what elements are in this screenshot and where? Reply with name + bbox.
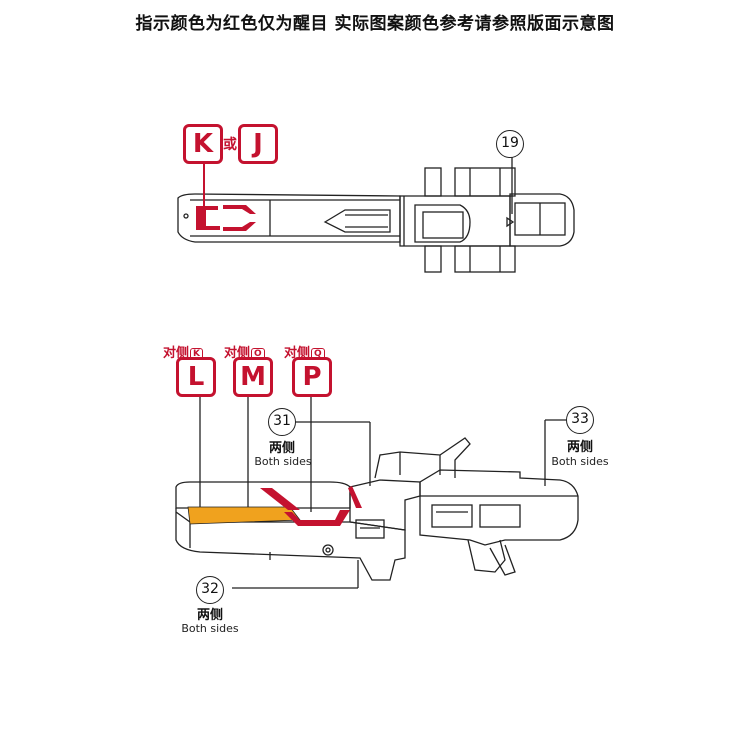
callout-32-en: Both sides [181,622,239,635]
callout-31: 31 [268,408,296,436]
or-label: 或 [223,137,237,153]
callout-32: 32 [196,576,224,604]
callout-19: 19 [496,130,524,158]
side-decals [187,386,362,526]
callout-31-en: Both sides [254,455,312,468]
callout-33-cn: 两侧 [566,440,593,455]
callout-33: 33 [566,406,594,434]
callout-31-cn: 两侧 [268,441,295,456]
decal-badge-k: K [183,124,223,164]
top-red-mark [196,154,256,231]
callout-32-cn: 两侧 [196,608,223,623]
decal-badge-l: L [176,357,216,397]
decal-badge-p: P [292,357,332,397]
decal-badge-m: M [233,357,273,397]
page-title: 指示颜色为红色仅为醒目 实际图案颜色参考请参照版面示意图 [135,14,615,34]
decal-badge-j: J [238,124,278,164]
callout-33-en: Both sides [551,455,609,468]
